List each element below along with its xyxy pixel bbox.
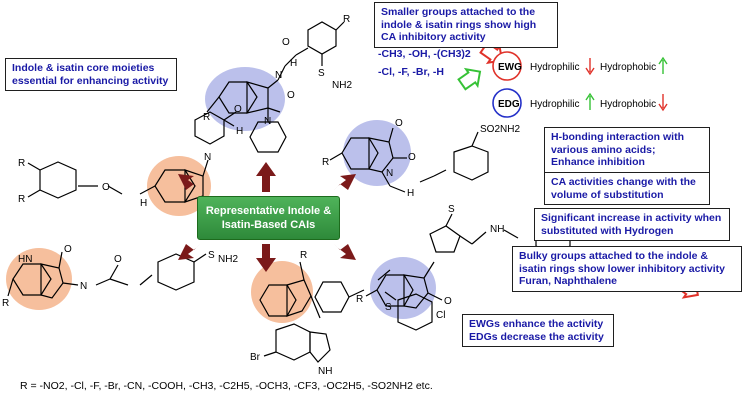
atom-r-left-2: R bbox=[18, 194, 25, 205]
atom-r-bottom-left: R bbox=[2, 298, 9, 309]
atom-o-top: O bbox=[287, 90, 295, 101]
atom-s-thiourea: S bbox=[385, 302, 392, 313]
note-bulky-line-3: Furan, Naphthalene bbox=[519, 275, 618, 287]
r-group-definition: R = -NO2, -Cl, -F, -Br, -CN, -COOH, -CH3… bbox=[20, 380, 433, 392]
ewg-text: EWG bbox=[498, 62, 522, 73]
atom-s-bottom-left: S bbox=[208, 250, 215, 261]
note-edg-line: EDGs decrease the activity bbox=[469, 330, 604, 343]
atom-n-right-top: N bbox=[386, 168, 393, 179]
legend-hydrophobic-1: Hydrophobic bbox=[600, 62, 656, 73]
note-smaller-line-2: indole & isatin rings show high bbox=[381, 18, 537, 31]
note-hbond-line-2: various amino acids; bbox=[551, 143, 656, 156]
note-hydrogen-line-2: substituted with Hydrogen bbox=[541, 224, 674, 237]
legend-arrows bbox=[585, 56, 668, 112]
legend-hydrophilic-2: Hydrophilic bbox=[530, 99, 579, 110]
atom-o-amide-top: O bbox=[282, 37, 290, 48]
groups-line-2: -Cl, -F, -Br, -H bbox=[378, 66, 444, 78]
atom-r-right-bottom: R bbox=[356, 294, 363, 305]
indole-highlight-top bbox=[205, 67, 285, 131]
atom-nh-carbamate: H bbox=[140, 198, 147, 209]
arrow-up bbox=[256, 162, 276, 192]
note-core-line-1: Indole & isatin core moieties bbox=[12, 62, 155, 74]
atom-o-carbamate: O bbox=[102, 182, 110, 193]
note-ewg-edg: EWGs enhance the activity EDGs decrease … bbox=[462, 314, 614, 347]
note-bulky-line-2: isatin rings show lower inhibitory activ… bbox=[519, 262, 725, 275]
note-bulky-line-1: Bulky groups attached to the indole & bbox=[519, 250, 709, 262]
green-arrow-up-icon bbox=[457, 67, 482, 91]
atom-s-top: S bbox=[318, 68, 325, 79]
note-volume: CA activities change with the volume of … bbox=[544, 172, 710, 205]
atom-o-isatin-2: O bbox=[408, 152, 416, 163]
atom-cl: Cl bbox=[436, 310, 445, 321]
atom-o-bottom-left: O bbox=[64, 244, 72, 255]
atom-br: Br bbox=[250, 352, 261, 363]
center-label-box: Representative Indole & Isatin-Based CAI… bbox=[197, 196, 340, 240]
hydrophilic-down-arrow-icon bbox=[585, 58, 595, 76]
hydrophobic-up-arrow-icon bbox=[658, 56, 668, 74]
atom-r-top-ring: R bbox=[343, 14, 350, 25]
note-smaller-line-1: Smaller groups attached to the bbox=[381, 6, 536, 18]
note-smaller-groups: Smaller groups attached to the indole & … bbox=[374, 2, 558, 48]
indole-highlight-bottom bbox=[251, 261, 313, 323]
note-core-moieties: Indole & isatin core moieties essential … bbox=[5, 58, 177, 91]
note-hydrogen: Significant increase in activity when su… bbox=[534, 208, 730, 241]
arrow-lower-right bbox=[334, 244, 356, 260]
atom-nh2-bottom-left: NH2 bbox=[218, 254, 238, 265]
arrow-lower-left bbox=[178, 244, 200, 260]
atom-nh-right-bottom: NH bbox=[490, 224, 504, 235]
atom-nh-indole: NH bbox=[318, 366, 332, 377]
indole-highlight-left bbox=[147, 156, 211, 216]
note-volume-line-2: volume of substitution bbox=[551, 188, 664, 201]
note-hydrogen-line-1: Significant increase in activity when bbox=[541, 212, 722, 224]
atom-o-bottom-left-amide: O bbox=[114, 254, 122, 265]
atom-n-bottom-left: N bbox=[80, 281, 87, 292]
note-h-bonding: H-bonding interaction with various amino… bbox=[544, 127, 710, 173]
atom-n-top: N bbox=[264, 116, 271, 127]
ewg-circle bbox=[492, 51, 522, 81]
note-hbond-line-3: Enhance inhibition bbox=[551, 156, 645, 168]
atom-nh-right-top: H bbox=[407, 188, 414, 199]
hydrophilic-up-arrow-icon bbox=[585, 92, 595, 110]
atom-n-hydrazone: N bbox=[275, 70, 282, 81]
atom-nh2-top: NH2 bbox=[332, 80, 352, 91]
center-arrows bbox=[178, 162, 356, 272]
note-core-line-2: essential for enhancing activity bbox=[12, 74, 169, 87]
atom-r-left-1: R bbox=[18, 158, 25, 169]
note-hbond-line-1: H-bonding interaction with bbox=[551, 131, 684, 143]
atom-so2nh2-right: SO2NH2 bbox=[480, 124, 520, 135]
arrow-upper-right bbox=[334, 174, 356, 190]
edg-text: EDG bbox=[498, 99, 520, 110]
atom-o-left: O bbox=[234, 104, 242, 115]
atom-o-right-bottom: O bbox=[444, 296, 452, 307]
atom-nh-left: H bbox=[236, 126, 243, 137]
atom-s-rhodanine: S bbox=[448, 204, 455, 215]
arrow-down bbox=[256, 244, 276, 272]
small-groups-list: -CH3, -OH, -(CH3)2 -Cl, -F, -Br, -H bbox=[378, 48, 471, 78]
atom-nh-top: H bbox=[290, 58, 297, 69]
legend-hydrophobic-2: Hydrophobic bbox=[600, 99, 656, 110]
note-ewg-line: EWGs enhance the activity bbox=[469, 318, 604, 330]
groups-line-1: -CH3, -OH, -(CH3)2 bbox=[378, 48, 471, 60]
note-smaller-line-3: CA inhibitory activity bbox=[381, 31, 486, 43]
atom-r-right-top: R bbox=[322, 157, 329, 168]
atom-r-bottom: R bbox=[300, 250, 307, 261]
hydrophobic-down-arrow-icon bbox=[658, 94, 668, 112]
atom-r-top: R bbox=[203, 112, 210, 123]
center-label-line-2: Isatin-Based CAIs bbox=[221, 219, 316, 231]
edg-circle bbox=[492, 88, 522, 118]
atom-n-left: N bbox=[204, 152, 211, 163]
arrow-upper-left bbox=[178, 174, 200, 190]
legend-hydrophilic-1: Hydrophilic bbox=[530, 62, 579, 73]
atom-hn-bottom-left: HN bbox=[18, 254, 32, 265]
note-volume-line-1: CA activities change with the bbox=[551, 176, 696, 188]
center-label-line-1: Representative Indole & bbox=[205, 205, 332, 217]
atom-o-isatin-1: O bbox=[395, 118, 403, 129]
note-bulky-groups: Bulky groups attached to the indole & is… bbox=[512, 246, 742, 292]
